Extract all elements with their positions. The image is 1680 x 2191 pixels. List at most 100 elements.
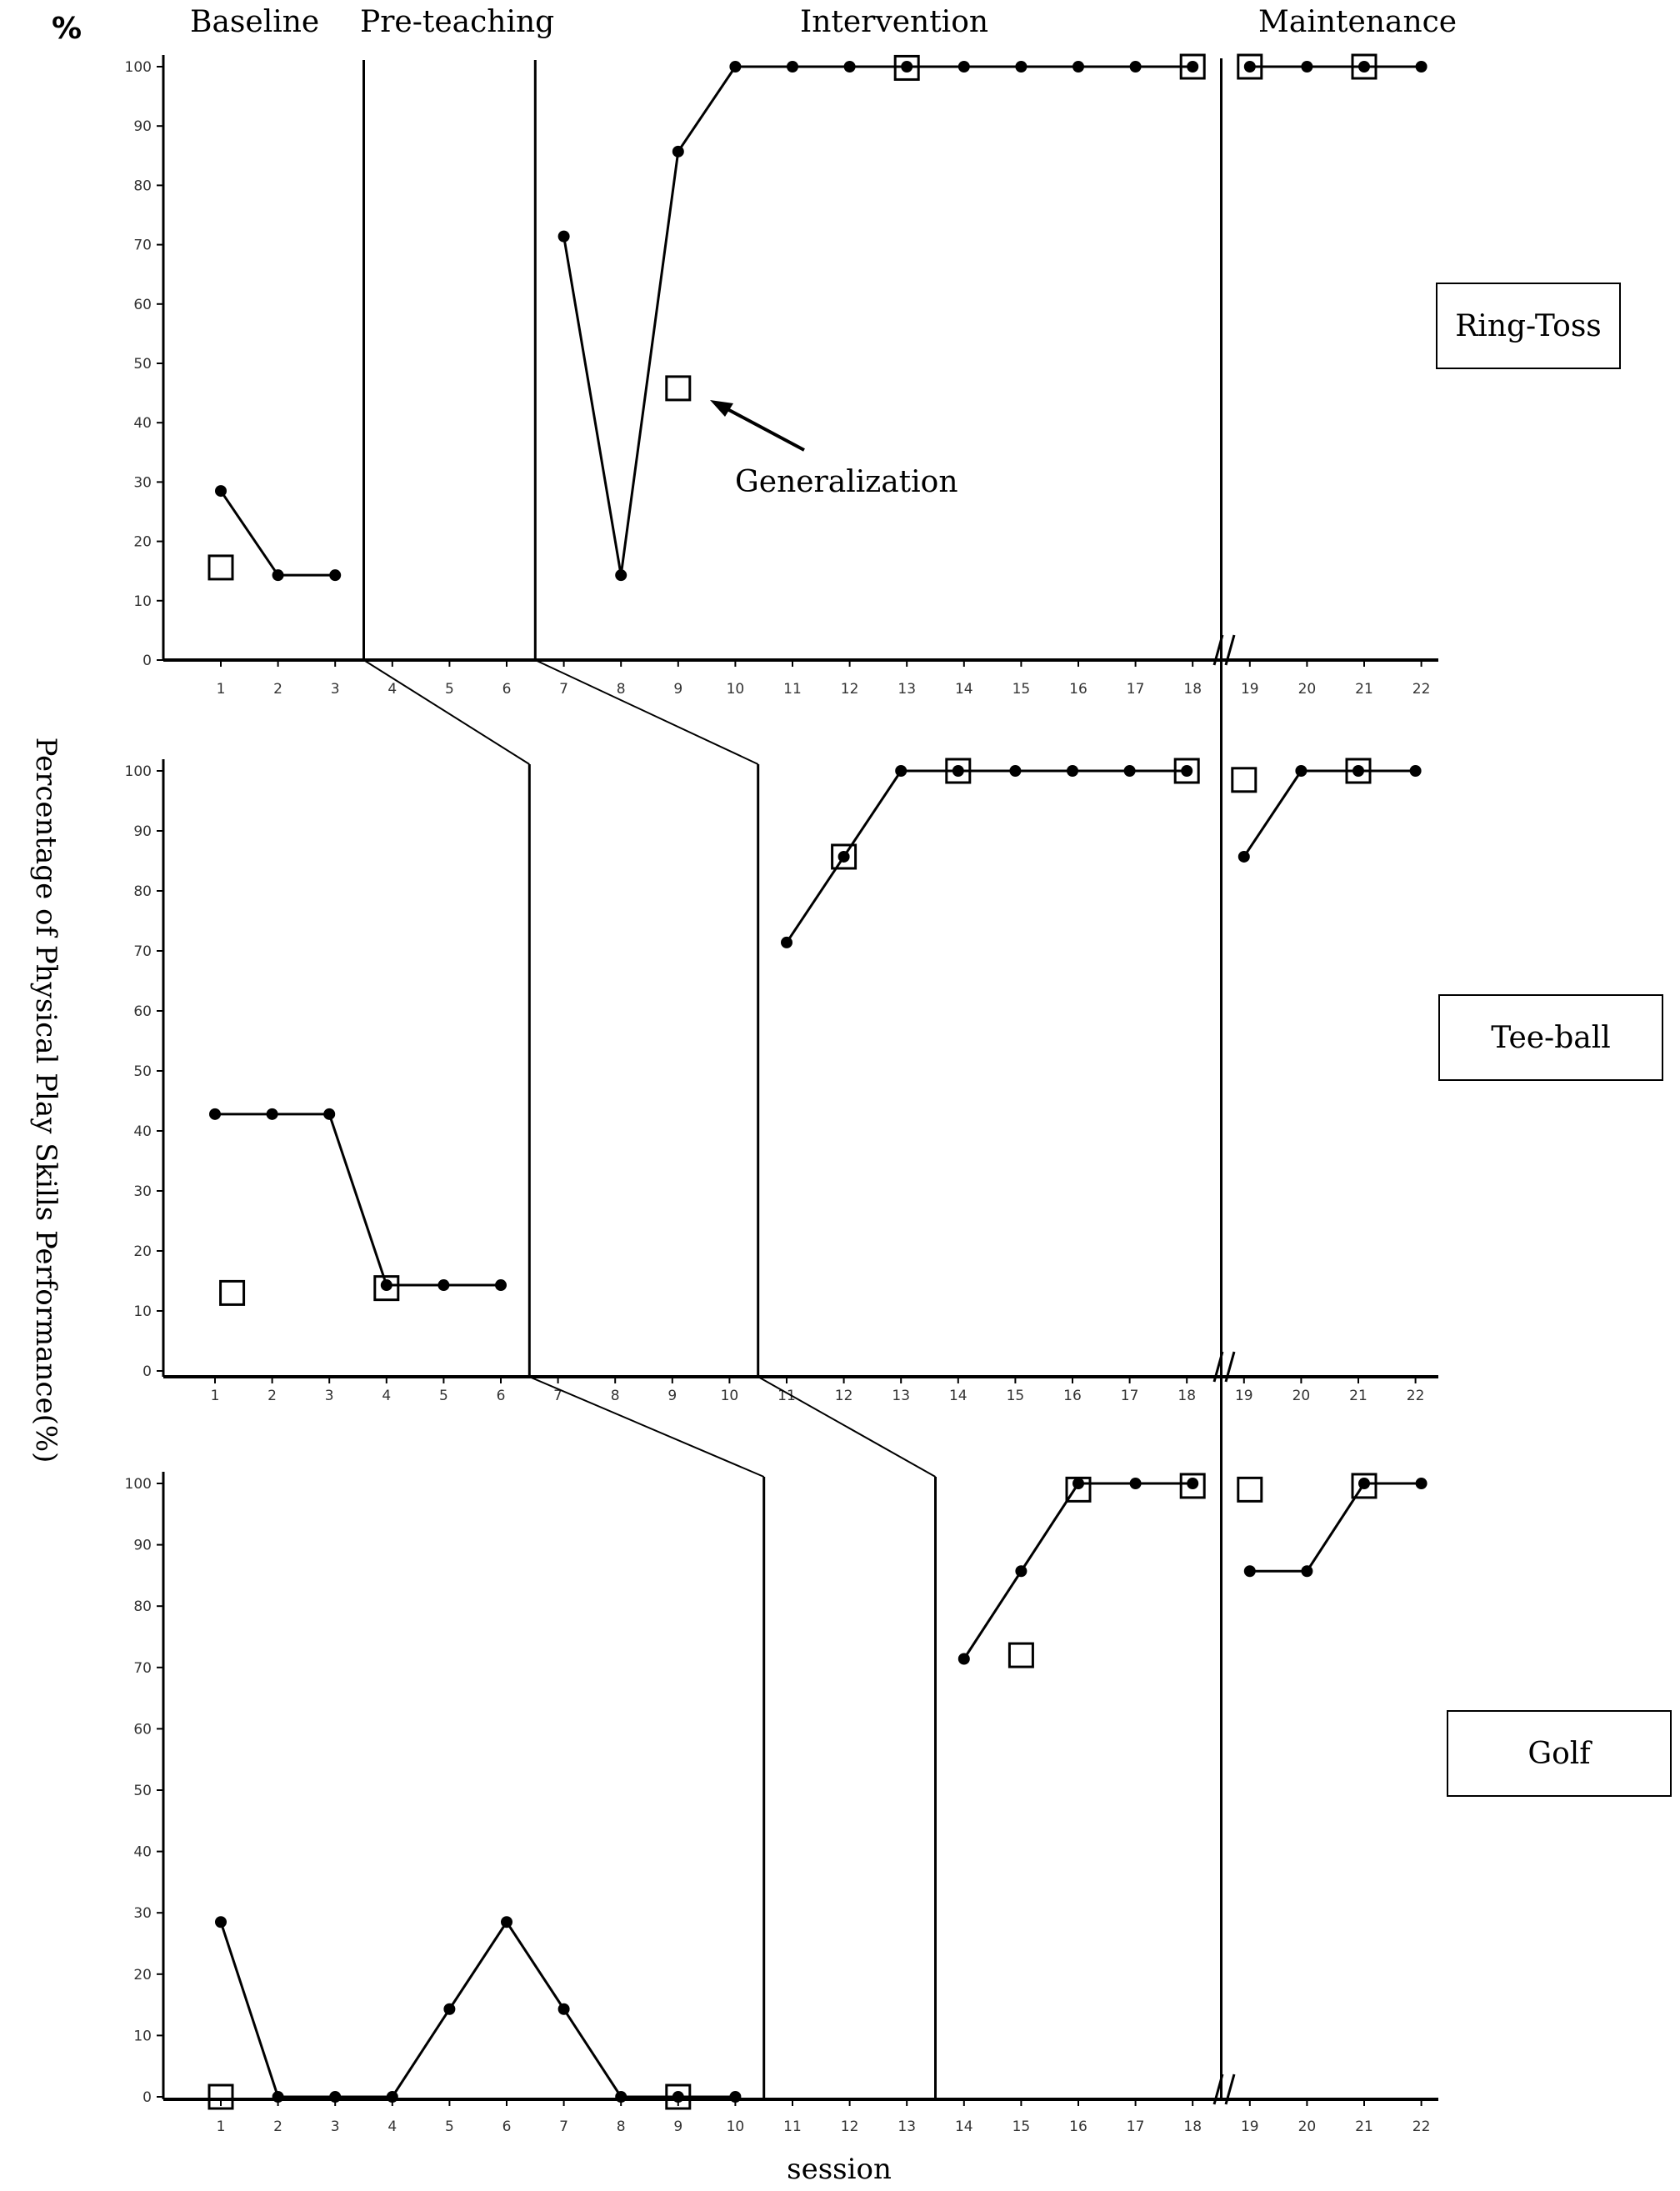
golf-label-box — [1447, 1710, 1672, 1797]
ring-toss-xtick-label: 12 — [841, 681, 859, 698]
golf-performance-point — [215, 1916, 227, 1928]
ring-toss-performance-point — [1243, 61, 1256, 73]
tee-ball-xtick-label: 17 — [1121, 1388, 1139, 1404]
tee-ball-generalization-point — [1173, 758, 1200, 784]
tee-ball-performance-point — [380, 1279, 392, 1292]
tee-ball-xtick-label: 10 — [721, 1388, 739, 1404]
tee-ball-xtick-label: 7 — [553, 1388, 562, 1404]
tee-ball-performance-line-3 — [1242, 769, 1416, 858]
tee-ball-performance-point — [1067, 765, 1078, 777]
golf-xtick-label: 21 — [1355, 2118, 1373, 2135]
tee-ball-ytick-label: 40 — [133, 1123, 152, 1140]
tee-ball-performance-point — [1009, 765, 1022, 777]
tee-ball-xtick-label: 2 — [268, 1388, 277, 1404]
golf-performance-line-2 — [962, 1482, 1193, 1660]
ring-toss-performance-point — [787, 61, 798, 73]
ring-toss-performance-point — [1129, 61, 1142, 73]
tee-ball-xtick-label: 6 — [497, 1388, 506, 1404]
golf-xtick-label: 7 — [559, 2118, 568, 2135]
tee-ball-ytick-label: 30 — [133, 1183, 152, 1200]
golf-ytick-label: 30 — [133, 1905, 152, 1922]
ring-toss-xtick-label: 6 — [502, 681, 512, 698]
golf-performance-point — [1301, 1565, 1313, 1578]
ring-toss-performance-point — [329, 569, 342, 582]
golf-xtick-label: 20 — [1298, 2118, 1317, 2135]
ring-toss-performance-point — [1358, 61, 1370, 73]
x-axis-label: session — [787, 2153, 892, 2186]
ring-toss-xtick-label: 5 — [445, 681, 454, 698]
tee-ball-ytick-label: 50 — [133, 1063, 152, 1080]
tee-ball-ytick-label: 60 — [133, 1003, 152, 1020]
tee-ball-xtick-label: 15 — [1007, 1388, 1025, 1404]
ring-toss-ytick-label: 70 — [133, 238, 152, 254]
ring-toss-generalization-point — [665, 375, 692, 402]
golf-xtick-label: 9 — [673, 2118, 682, 2135]
ring-toss-xtick-label: 14 — [955, 681, 973, 698]
golf-xtick-label: 1 — [217, 2118, 226, 2135]
ring-toss-label-box — [1436, 283, 1621, 369]
ring-toss-xtick-label: 21 — [1355, 681, 1373, 698]
tee-ball-performance-point — [1295, 765, 1308, 777]
ring-toss-performance-point — [1015, 61, 1028, 73]
ring-toss-xtick-label: 11 — [783, 681, 802, 698]
golf-xtick-label: 17 — [1127, 2118, 1145, 2135]
golf-ytick-label: 20 — [133, 1967, 152, 1983]
golf-xtick-label: 15 — [1012, 2118, 1031, 2135]
golf-performance-point — [1415, 1478, 1428, 1489]
ring-toss-xtick-label: 10 — [727, 681, 745, 698]
tee-ball-performance-line-2 — [785, 769, 1188, 943]
ring-toss-performance-point — [901, 61, 913, 73]
tee-ball-ytick-label: 90 — [133, 823, 152, 840]
tee-ball-xtick-label: 11 — [778, 1388, 796, 1404]
phase-label-pre-teaching: Pre-teaching — [360, 5, 554, 39]
golf-performance-point — [672, 2091, 684, 2103]
ring-toss-ytick-label: 40 — [133, 415, 152, 432]
ring-toss-xtick-label: 7 — [559, 681, 568, 698]
generalization-annotation: Generalization — [710, 400, 958, 499]
tee-ball-xtick-label: 18 — [1178, 1388, 1196, 1404]
ring-toss-generalization-point — [1351, 53, 1378, 80]
tee-ball-performance-point — [1238, 850, 1250, 863]
golf-generalization-point — [1179, 1473, 1206, 1499]
ring-toss-ytick-label: 0 — [142, 653, 152, 669]
ring-toss-xtick-label: 19 — [1241, 681, 1259, 698]
ring-toss-xtick-label: 18 — [1183, 681, 1202, 698]
golf-xtick-label: 18 — [1183, 2118, 1202, 2135]
ring-toss-performance-point — [729, 61, 742, 73]
tee-ball-performance-point — [781, 936, 792, 948]
tee-ball-xtick-label: 13 — [892, 1388, 910, 1404]
ring-toss-performance-line-2 — [562, 65, 1193, 576]
golf-performance-point — [958, 1653, 970, 1665]
tee-ball-generalization-point — [831, 843, 858, 870]
ring-toss-xtick-label: 3 — [331, 681, 340, 698]
tee-ball-generalization-point — [373, 1275, 400, 1302]
tee-ball-xtick-label: 12 — [835, 1388, 853, 1404]
ring-toss-ytick-label: 20 — [133, 534, 152, 551]
golf-panel-label: Golf — [1528, 1737, 1592, 1771]
ring-toss-xtick-label: 17 — [1127, 681, 1145, 698]
tee-ball-xtick-label: 1 — [211, 1388, 220, 1404]
y-unit-symbol: % — [52, 12, 82, 46]
golf-ytick-label: 100 — [125, 1476, 152, 1493]
ring-toss-xtick-label: 2 — [273, 681, 282, 698]
golf-generalization-point — [1065, 1476, 1092, 1503]
tee-ball-ytick-label: 20 — [133, 1243, 152, 1260]
golf-performance-point — [1015, 1565, 1028, 1578]
golf-performance-point — [443, 2003, 456, 2015]
ring-toss-performance-point — [1187, 61, 1199, 73]
tee-ball-xtick-label: 9 — [668, 1388, 677, 1404]
golf-xtick-label: 12 — [841, 2118, 859, 2135]
phase-label-intervention: Intervention — [800, 5, 988, 39]
tee-ball-xtick-label: 14 — [949, 1388, 968, 1404]
ring-toss-generalization-point — [893, 54, 920, 81]
tee-ball-performance-point — [1123, 765, 1136, 777]
golf-performance-point — [558, 2003, 570, 2015]
ring-toss-xtick-label: 15 — [1012, 681, 1031, 698]
ring-toss-ytick-label: 60 — [133, 297, 152, 313]
ring-toss-ytick-label: 100 — [125, 59, 152, 76]
golf-ytick-label: 60 — [133, 1721, 152, 1738]
golf-xtick-label: 19 — [1241, 2118, 1259, 2135]
golf-generalization-point — [1351, 1473, 1378, 1499]
tee-ball-ytick-label: 70 — [133, 943, 152, 960]
tee-ball-xtick-label: 16 — [1063, 1388, 1082, 1404]
